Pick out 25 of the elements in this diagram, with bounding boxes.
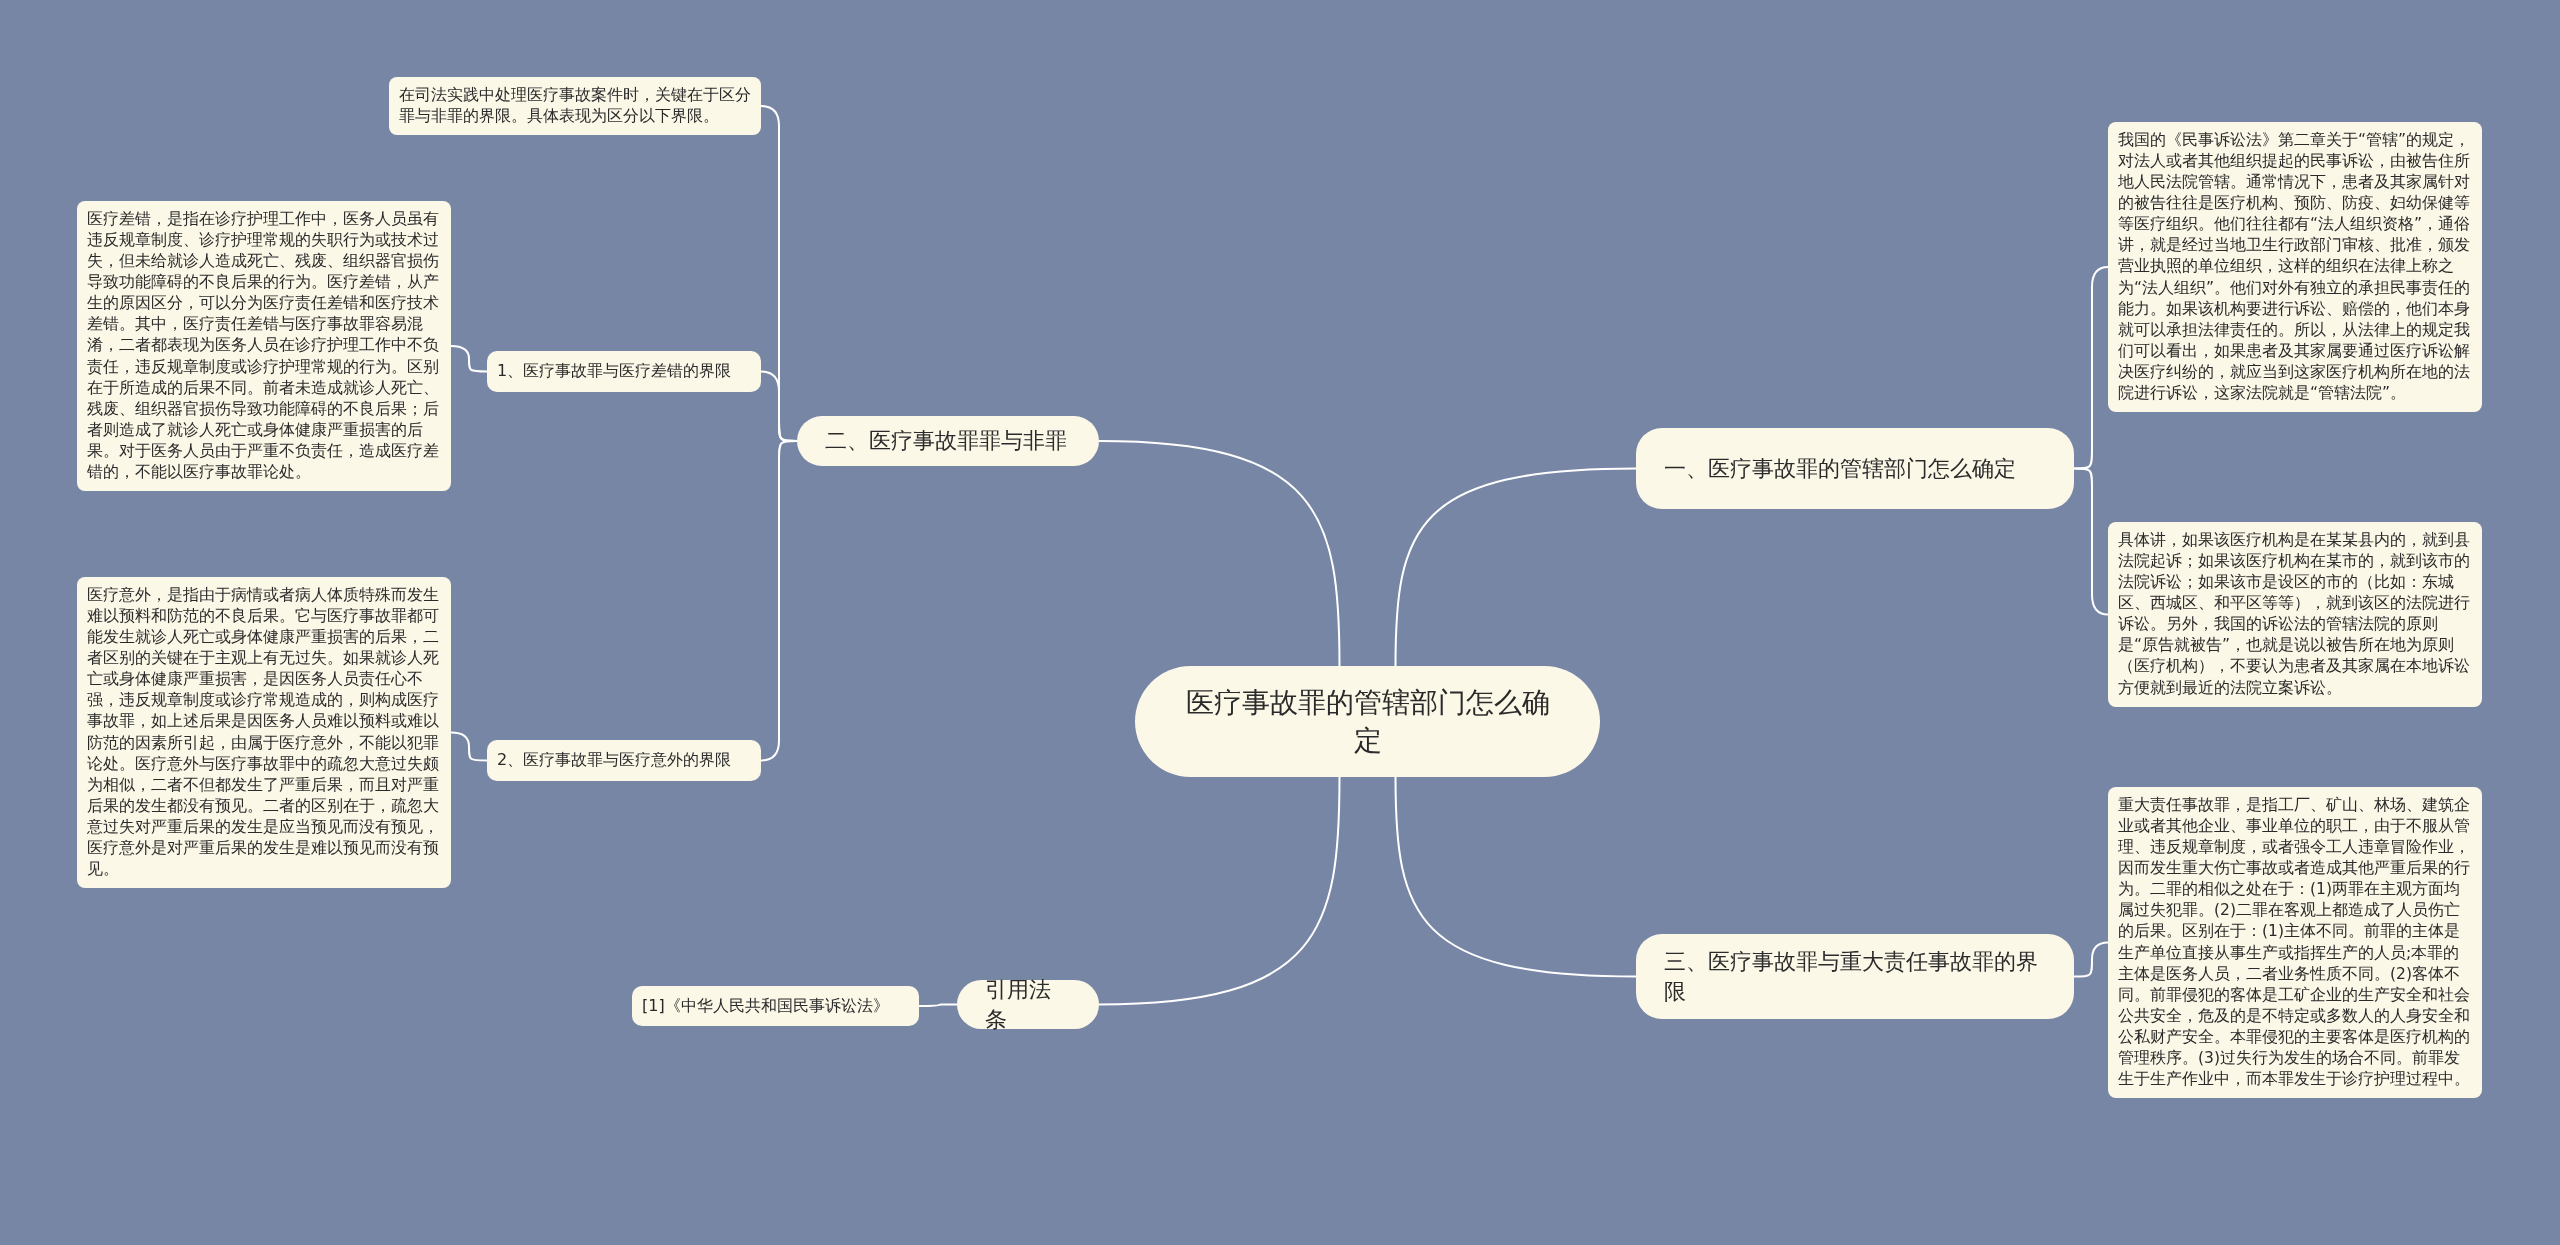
connector-line [918, 1003, 958, 1007]
connector-line [450, 345, 488, 373]
connector-line [1098, 440, 1341, 667]
connector-line [1098, 776, 1341, 1006]
note-card: 重大责任事故罪，是指工厂、矿山、林场、建筑企业或者其他企业、事业单位的职工，由于不服从管理、违反规章制度，或者强令工人违章冒险作业，因而发生重大伤亡事故或者造成其他严重后果的行为。二罪的相似之处在于：(1)两罪在主观方面均属过失犯罪。(2)二罪在客观上都造成了人员伤亡的后果。区别在于：(1)主体不同。前罪的主体是生产单位直接从事生产或指挥生产的人员;本罪的主体是医务人员，二者业务性质不同。(2)客体不同。前罪侵犯的客体是工矿企业的生产安全和社会公共安全，危及的是不特定或多数人的人身安全和公私财产安全。本罪侵犯的主要客体是医疗机构的管理秩序。(3)过失行为发生的场合不同。前罪发生于生产作业中，而本罪发生于诊疗护理过程中。 [2108, 787, 2482, 1099]
note-card: 在司法实践中处理医疗事故案件时，关键在于区分罪与非罪的界限。具体表现为区分以下界限。 [389, 77, 761, 136]
branch-topic: 引用法条 [957, 980, 1099, 1029]
central-topic: 医疗事故罪的管辖部门怎么确定 [1135, 666, 1600, 777]
connector-line [450, 731, 488, 762]
connector-line [2073, 467, 2109, 616]
branch-topic: 二、医疗事故罪罪与非罪 [797, 416, 1099, 466]
subtopic-box: 2、医疗事故罪与医疗意外的界限 [487, 740, 761, 781]
branch-topic: 一、医疗事故罪的管辖部门怎么确定 [1636, 428, 2074, 509]
connector-line [1394, 776, 1637, 978]
connector-line [2073, 266, 2109, 470]
note-card: 具体讲，如果该医疗机构是在某某县内的，就到县法院起诉；如果该医疗机构在某市的，就到该市的法院诉讼；如果该市是设区的市的（比如：东城区、西城区、和平区等等），就到该区的法院进行诉讼。另外，我国的诉讼法的管辖法院的原则是“原告就被告”，也就是说以被告所在地为原则（医疗机构），不要认为患者及其家属在本地诉讼方便就到最近的法院立案诉讼。 [2108, 522, 2482, 707]
note-card: 医疗差错，是指在诊疗护理工作中，医务人员虽有违反规章制度、诊疗护理常规的失职行为或技术过失，但未给就诊人造成死亡、残废、组织器官损伤导致功能障碍的不良后果的行为。医疗差错，从产生的原因区分，可以分为医疗责任差错和医疗技术差错。其中，医疗责任差错与医疗事故罪容易混淆，二者都表现为医务人员在诊疗护理工作中不负责任，违反规章制度或诊疗护理常规的行为。区别在于所造成的后果不同。前者未造成就诊人死亡、残废、组织器官损伤导致功能障碍的不良后果；后者则造成了就诊人死亡或身体健康严重损害的后果。对于医务人员由于严重不负责任，造成医疗差错的，不能以医疗事故罪论处。 [77, 201, 451, 491]
subtopic-box: [1]《中华人民共和国民事诉讼法》 [632, 986, 919, 1026]
connector-line [1394, 467, 1637, 667]
note-card: 医疗意外，是指由于病情或者病人体质特殊而发生难以预料和防范的不良后果。它与医疗事故罪都可能发生就诊人死亡或身体健康严重损害的后果，二者区别的关键在于主观上有无过失。如果就诊人死亡或身体健康严重损害，是因医务人员责任心不强，违反规章制度或诊疗常规造成的，则构成医疗事故罪，如上述后果是因医务人员难以预料或难以防范的因素所引起，由属于医疗意外，不能以犯罪论处。医疗意外与医疗事故罪中的疏忽大意过失颇为相似，二者不但都发生了严重后果，而且对严重后果的发生都没有预见。二者的区别在于，疏忽大意过失对严重后果的发生是应当预见而没有预见，医疗意外是对严重后果的发生是难以预见而没有预见。 [77, 577, 451, 889]
branch-topic: 三、医疗事故罪与重大责任事故罪的界限 [1636, 934, 2074, 1019]
subtopic-box: 1、医疗事故罪与医疗差错的界限 [487, 351, 761, 392]
connector-line [2073, 941, 2109, 978]
note-card: 我国的《民事诉讼法》第二章关于“管辖”的规定，对法人或者其他组织提起的民事诉讼，由被告住所地人民法院管辖。通常情况下，患者及其家属针对的被告往往是医疗机构、预防、防疫、妇幼保健等等医疗组织。他们往往都有“法人组织资格”，通俗讲，就是经过当地卫生行政部门审核、批准，颁发营业执照的单位组织，这样的组织在法律上称之为“法人组织”。他们对外有独立的承担民事责任的能力。如果该机构要进行诉讼、赔偿的，他们本身就可以承担法律责任的。所以，从法律上的规定我们可以看出，如果患者及其家属要通过医疗诉讼解决医疗纠纷的，就应当到这家医疗机构所在地的法院进行诉讼，这家法院就是“管辖法院”。 [2108, 122, 2482, 412]
connector-line [760, 440, 798, 762]
